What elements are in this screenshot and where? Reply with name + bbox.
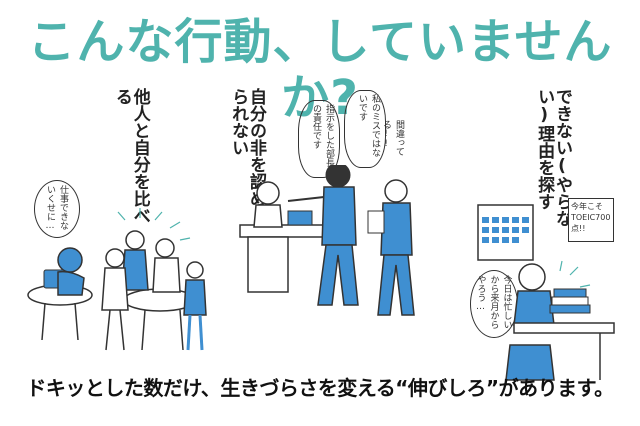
- blame-illustration: [239, 165, 415, 316]
- excuses-illustration: [477, 204, 615, 381]
- speech-wrong: 間違ってる!!: [381, 120, 404, 156]
- page-title: こんな行動、していませんか?: [27, 14, 613, 126]
- panel-compare: 他人と自分を比べる 仕事できないくせに…: [20, 80, 210, 380]
- thought-bubble: 仕事できないくせに…: [34, 180, 80, 238]
- speech-my-mistake: 私のミスではないです: [344, 90, 386, 168]
- speech-boss-blame: 指示をした部長の責任です: [298, 100, 340, 178]
- compare-illustration: [27, 208, 207, 351]
- excuse-bubble: 今日は忙しいから来月からやろう…: [470, 270, 518, 338]
- panel-excuses: できない(やらない)理由を探す 1月 今年こそTOEIC700点!! 今日は忙し…: [450, 80, 625, 381]
- footer-message: ドキッとした数だけ、生きづらさを変える“伸びしろ”があります。: [26, 376, 614, 400]
- goal-poster: 今年こそTOEIC700点!!: [568, 198, 614, 242]
- panel-blame: 自分の非を認められない 指示をした部長の責任です 私のミスではないです 間違って…: [218, 80, 438, 380]
- panel-heading-excuses: できない(やらない)理由を探す: [534, 88, 572, 227]
- panel-heading-blame: 自分の非を認められない: [228, 88, 266, 207]
- panel-heading-compare: 他人と自分を比べる: [111, 88, 150, 224]
